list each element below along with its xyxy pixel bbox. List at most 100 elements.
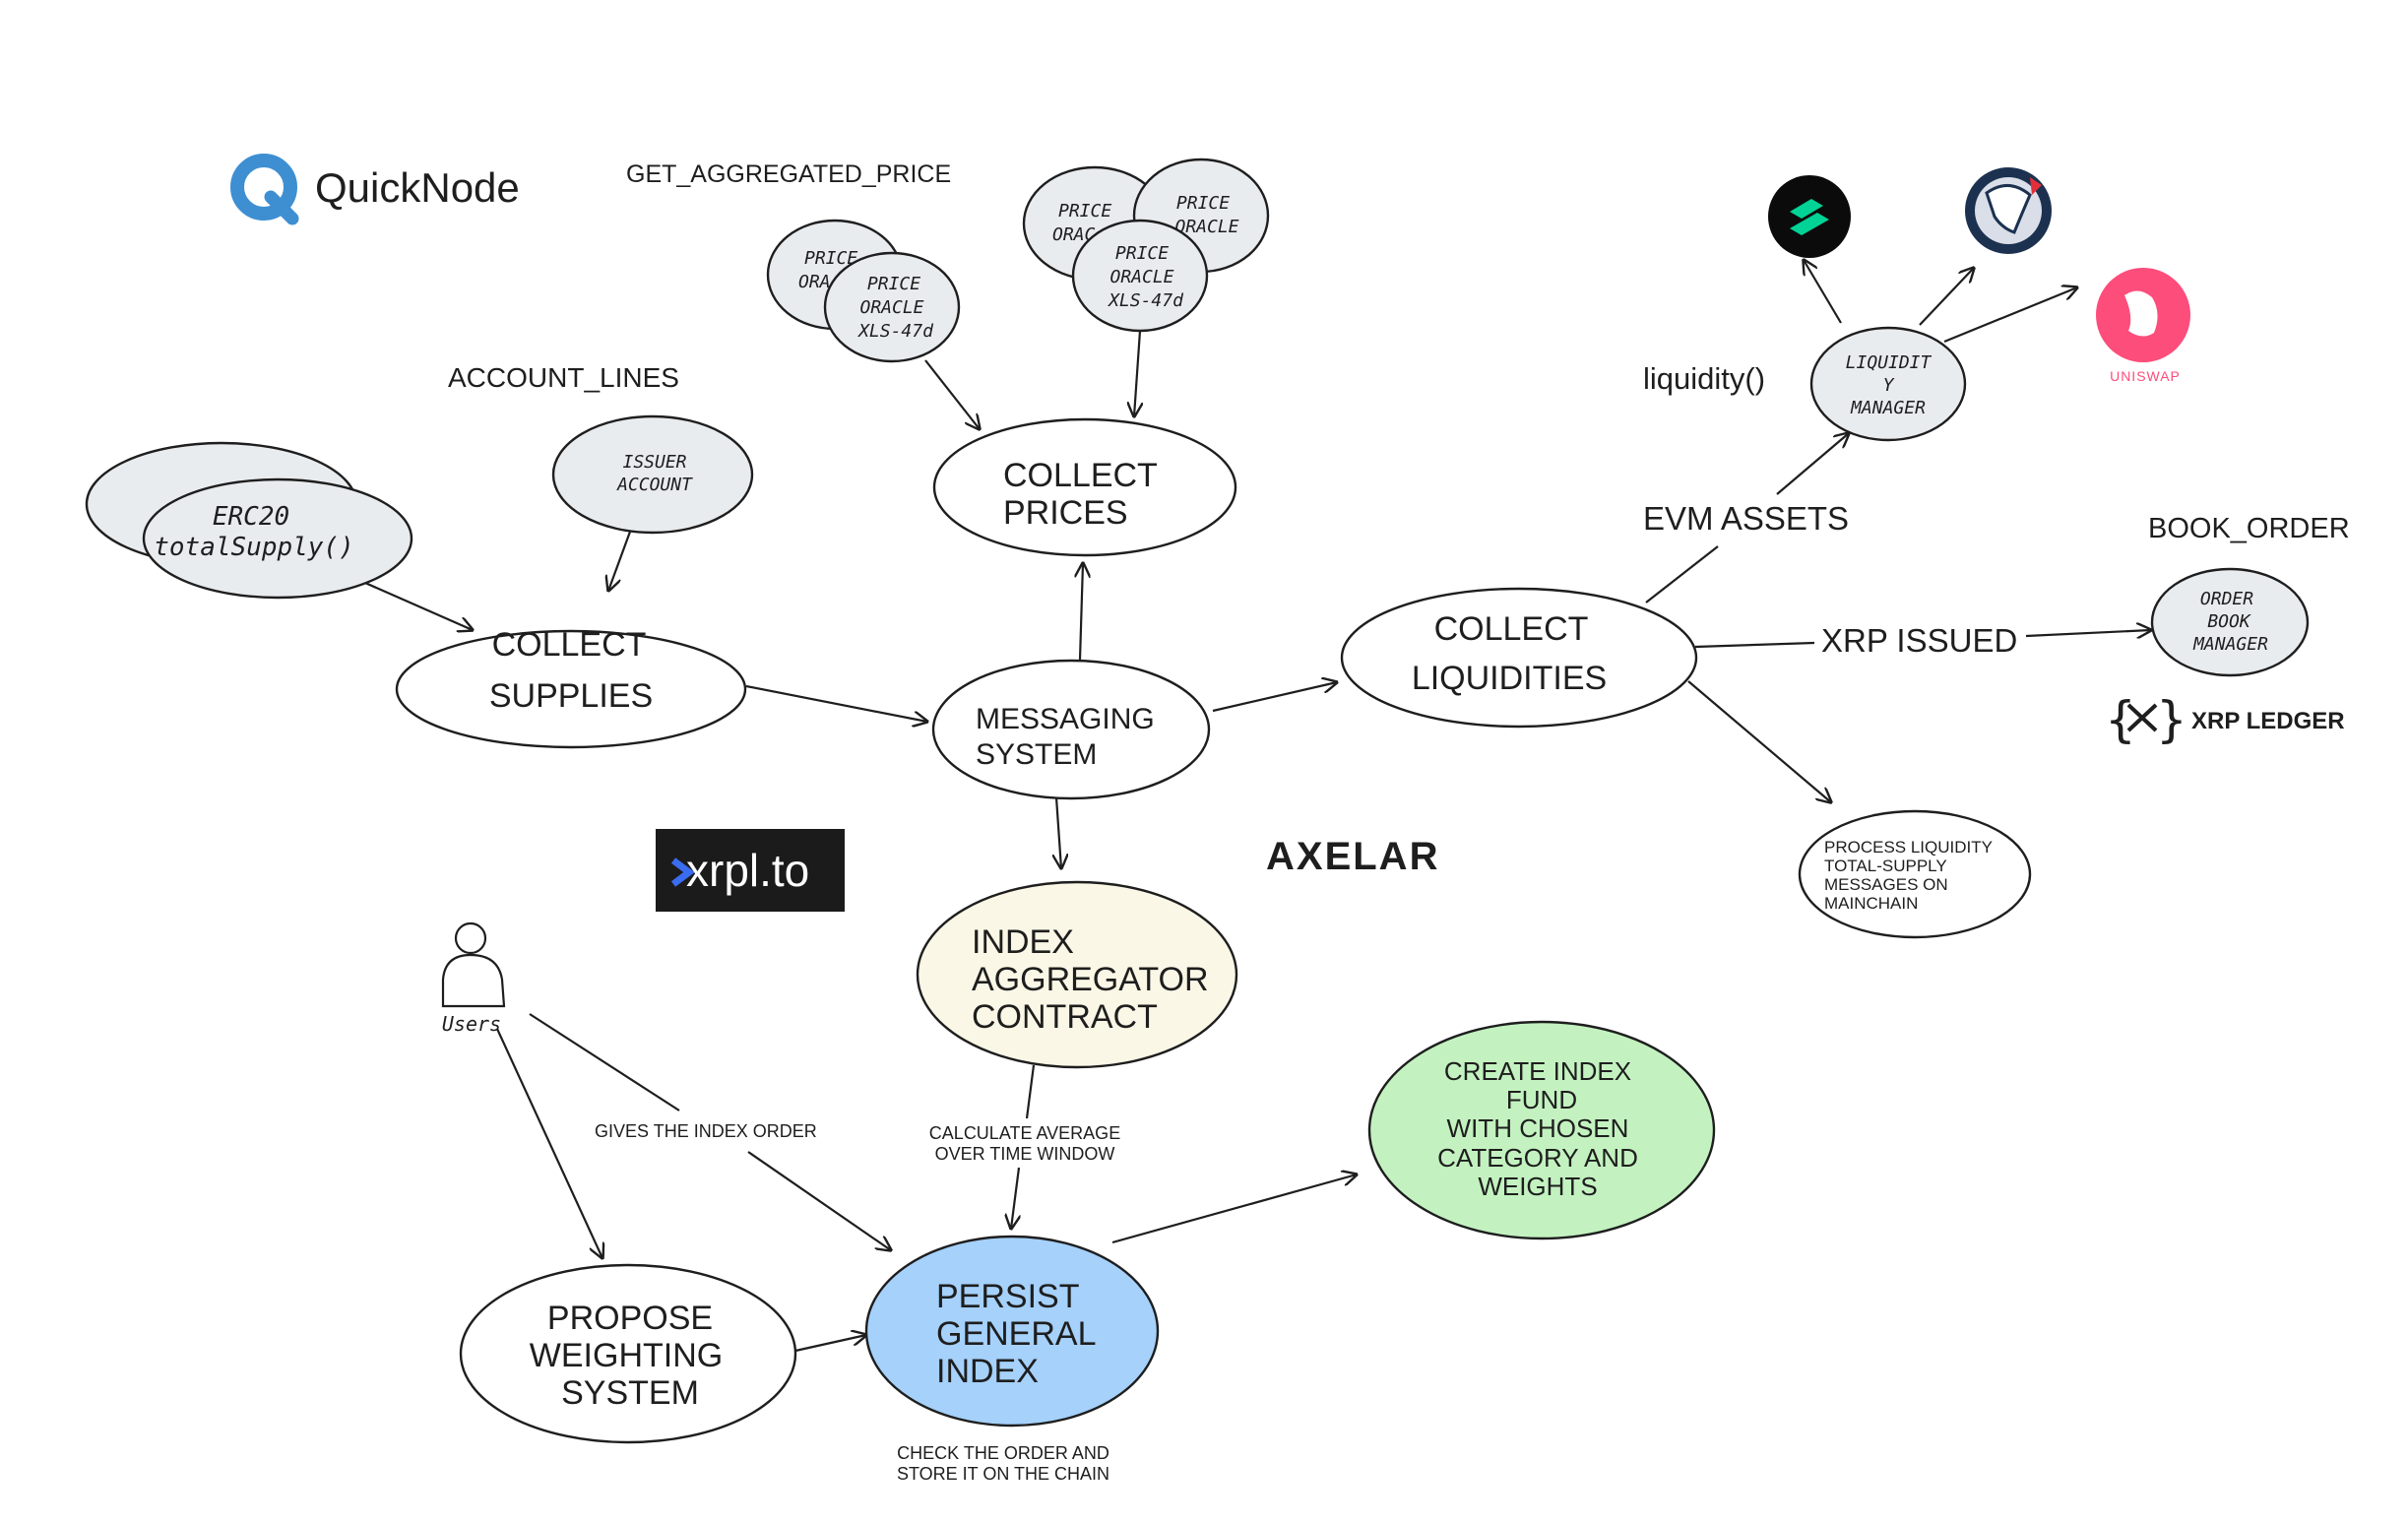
label-evm-assets: EVM ASSETS xyxy=(1643,500,1849,537)
edge-liquidities-to-evm xyxy=(1645,545,1719,603)
node-label-line: INDEX xyxy=(972,923,1074,961)
xrp-ledger-brace-icon: { xyxy=(2105,691,2136,748)
node-label-line: MESSAGES ON xyxy=(1824,875,1948,894)
node-price-oracle-xls-47d[interactable]: PRICE ORACLE XLS-47d xyxy=(823,251,961,363)
edge-oracle-right-to-prices xyxy=(1134,330,1140,416)
xrp-ledger-logo: { } XRP LEDGER xyxy=(2105,691,2345,748)
node-label-line: INDEX xyxy=(936,1353,1039,1390)
edge-messaging-to-aggregator xyxy=(1056,796,1061,868)
edge-messaging-to-liquidities xyxy=(1212,682,1337,713)
node-label-line: ERC20 xyxy=(213,502,289,532)
node-collect-supplies[interactable]: COLLECT SUPPLIES xyxy=(395,626,747,749)
node-label-line: WITH CHOSEN xyxy=(1447,1113,1629,1143)
quicknode-wordmark: QuickNode xyxy=(315,164,520,211)
node-label-line: LIQUIDITIES xyxy=(1412,660,1607,697)
xrp-ledger-x-icon xyxy=(2126,703,2158,732)
node-label-line: TOTAL-SUPPLY xyxy=(1824,857,1947,875)
edge-calc-to-persist xyxy=(1011,1167,1019,1229)
edge-lm-to-1inch xyxy=(1919,268,1974,326)
node-index-aggregator-contract[interactable]: INDEX AGGREGATOR CONTRACT xyxy=(916,880,1238,1069)
node-label-line: ACCOUNT xyxy=(616,475,693,495)
edge-issuer-to-supplies xyxy=(608,531,632,591)
node-label-line: COLLECT xyxy=(1003,457,1158,494)
node-label-line: AGGREGATOR xyxy=(972,961,1209,998)
users-label: Users xyxy=(442,1012,501,1036)
node-label-line: ORACLE xyxy=(1174,217,1238,237)
node-create-index-fund[interactable]: CREATE INDEX FUND WITH CHOSEN CATEGORY A… xyxy=(1367,1020,1716,1240)
node-label-line: LIQUIDIT xyxy=(1846,352,1933,373)
quicknode-icon xyxy=(230,154,297,221)
user-body xyxy=(441,953,506,1008)
node-label-line: COLLECT xyxy=(1434,610,1589,648)
users-actor[interactable]: Users xyxy=(441,921,506,1036)
node-erc20-total-supply[interactable]: ERC20 totalSupply() xyxy=(85,441,413,600)
compound-logo xyxy=(1768,175,1851,258)
node-persist-general-index[interactable]: PERSIST GENERAL INDEX xyxy=(864,1235,1160,1428)
node-label-line: XLS-47d xyxy=(1107,290,1184,311)
edge-users-to-gives xyxy=(529,1013,680,1111)
user-icon xyxy=(454,921,487,955)
xrp-ledger-wordmark: XRP LEDGER xyxy=(2191,708,2345,734)
node-process-liquidity[interactable]: PROCESS LIQUIDITY TOTAL-SUPPLY MESSAGES … xyxy=(1798,809,2032,939)
xrp-ledger-brace-icon: } xyxy=(2156,691,2187,748)
node-collect-prices[interactable]: COLLECT PRICES xyxy=(932,417,1237,557)
quicknode-logo: QuickNode xyxy=(230,154,520,225)
label-book-order: BOOK_ORDER xyxy=(2148,513,2350,544)
price-oracles-right: PRICE ORAC PRICE ORACLE PRICE ORACLE XLS… xyxy=(1022,158,1270,333)
node-label-line: PRICE xyxy=(1176,193,1230,214)
node-label-line: XLS-47d xyxy=(856,321,934,342)
node-liquidity-manager[interactable]: LIQUIDIT Y MANAGER xyxy=(1809,326,1967,442)
edge-propose-to-persist xyxy=(794,1335,866,1353)
edge-liquidities-to-xrp-issued xyxy=(1694,641,1815,649)
node-label-line: PROCESS LIQUIDITY xyxy=(1824,838,1993,857)
edge-oracle-left-to-prices xyxy=(924,359,980,429)
xrpl-to-chevron-icon xyxy=(670,857,695,887)
node-label-line: SYSTEM xyxy=(976,738,1097,771)
node-issuer-account[interactable]: ISSUER ACCOUNT xyxy=(551,414,754,535)
1inch-logo xyxy=(1965,167,2052,254)
label-account-lines: ACCOUNT_LINES xyxy=(448,362,679,393)
edge-aggregator-to-calc xyxy=(1025,1064,1036,1119)
node-label-line: PRICE xyxy=(867,274,920,294)
label-check-order: CHECK THE ORDER AND xyxy=(897,1443,1109,1463)
node-label-line: Y xyxy=(1883,375,1895,396)
edge-persist-to-fund xyxy=(1111,1175,1357,1244)
node-label-line: WEIGHTS xyxy=(1478,1172,1597,1201)
node-price-oracle-xls-47d[interactable]: PRICE ORACLE XLS-47d xyxy=(1071,219,1209,333)
node-label-line: SUPPLIES xyxy=(489,677,653,715)
node-label-line: MANAGER xyxy=(1850,398,1926,418)
node-label-line: CONTRACT xyxy=(972,998,1158,1036)
node-label-line: PRICE xyxy=(1058,201,1111,222)
node-collect-liquidities[interactable]: COLLECT LIQUIDITIES xyxy=(1340,587,1698,729)
node-label-line: ORACLE xyxy=(1109,267,1173,287)
axelar-logo: AXELAR xyxy=(1266,835,1439,878)
label-gives-index-order: GIVES THE INDEX ORDER xyxy=(595,1121,817,1141)
edge-liquidities-to-process xyxy=(1687,680,1831,802)
edge-users-to-propose xyxy=(496,1028,602,1258)
node-label-line: ORAC xyxy=(1052,224,1096,245)
uniswap-logo: UNISWAP xyxy=(2096,268,2190,384)
label-calculate-average: CALCULATE AVERAGE xyxy=(929,1123,1120,1143)
node-label-line: GENERAL xyxy=(936,1315,1097,1353)
node-label-line: PERSIST xyxy=(936,1278,1079,1315)
xrpl-to-wordmark: xrpl.to xyxy=(686,845,809,896)
compound-icon xyxy=(1768,175,1851,258)
node-label-line: ISSUER xyxy=(622,452,686,473)
node-label-line: COLLECT xyxy=(492,626,647,664)
axelar-wordmark: AXELAR xyxy=(1266,835,1439,878)
node-label-line: MAINCHAIN xyxy=(1824,894,1918,913)
node-label-line: MANAGER xyxy=(2192,634,2268,655)
xrpl-to-logo: xrpl.to xyxy=(656,829,845,912)
label-calculate-average: OVER TIME WINDOW xyxy=(935,1144,1115,1164)
node-label-line: totalSupply() xyxy=(154,533,354,562)
label-check-order: STORE IT ON THE CHAIN xyxy=(897,1464,1109,1484)
label-get-aggregated-price: GET_AGGREGATED_PRICE xyxy=(626,160,951,188)
node-order-book-manager[interactable]: ORDER BOOK MANAGER xyxy=(2150,567,2310,677)
edge-gives-to-persist xyxy=(747,1151,891,1250)
node-propose-weighting-system[interactable]: PROPOSE WEIGHTING SYSTEM xyxy=(459,1263,797,1444)
node-messaging-system[interactable]: MESSAGING SYSTEM xyxy=(931,659,1211,800)
node-label-line: ORDER xyxy=(2200,589,2253,609)
node-label-line: ORA xyxy=(798,272,831,292)
node-label-line: PRICES xyxy=(1003,494,1128,532)
